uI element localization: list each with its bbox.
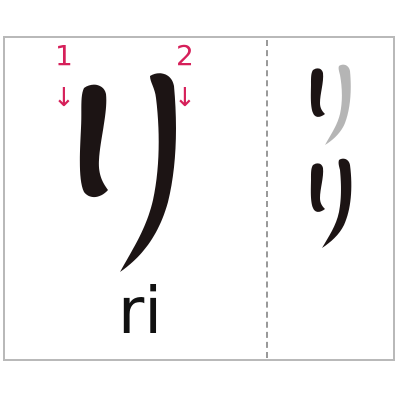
practice-card xyxy=(3,36,395,361)
down-arrow-icon: ↓ xyxy=(53,83,75,113)
small-top-stroke-2-ghost xyxy=(325,64,351,145)
romaji-label: ri xyxy=(117,275,163,349)
dashed-divider xyxy=(266,40,268,358)
small-bottom-stroke-1 xyxy=(310,163,325,212)
main-stroke-2 xyxy=(120,73,176,273)
small-top-stroke-1 xyxy=(310,68,325,117)
stroke-number-2: 2 xyxy=(176,39,194,72)
main-stroke-1 xyxy=(79,84,108,198)
small-bottom-stroke-2 xyxy=(322,158,352,248)
stroke-number-1: 1 xyxy=(55,39,73,72)
down-arrow-icon: ↓ xyxy=(174,83,196,113)
